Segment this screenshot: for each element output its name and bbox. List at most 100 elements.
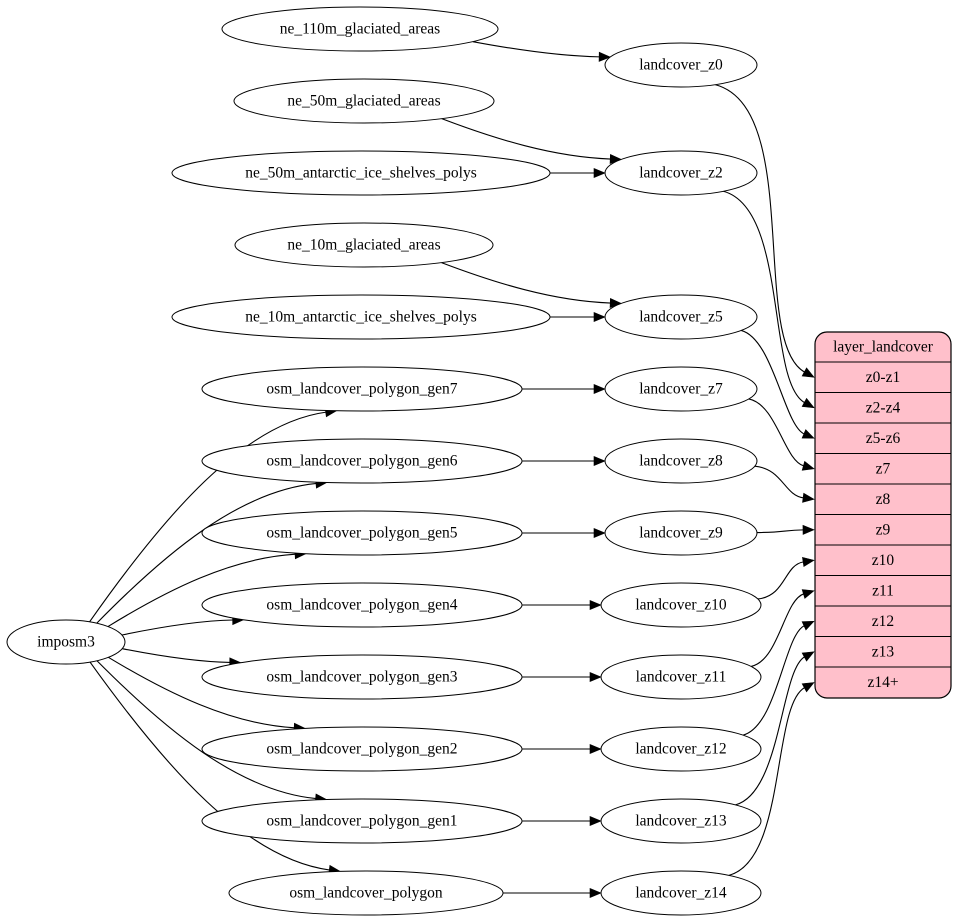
arrowhead-icon [589, 815, 602, 827]
arrowhead-icon [593, 527, 606, 539]
node-label-osm_landcover_polygon: osm_landcover_polygon [289, 885, 443, 902]
node-ne_50m_antarctic_ice_shelves_polys[interactable]: ne_50m_antarctic_ice_shelves_polys [171, 150, 551, 196]
arrowhead-icon [801, 620, 815, 631]
node-ellipse-osm_landcover_polygon_gen7 [201, 366, 523, 412]
record-row-z7[interactable]: z7 [876, 460, 891, 477]
node-ellipse-landcover_z5 [604, 294, 758, 340]
node-landcover_z10[interactable]: landcover_z10 [600, 582, 762, 628]
node-landcover_z7[interactable]: landcover_z7 [604, 366, 758, 412]
node-ellipse-osm_landcover_polygon_gen4 [201, 582, 523, 628]
arrowhead-icon [801, 651, 815, 662]
edge-imposm3--to--osm_landcover_polygon_gen7 [89, 411, 327, 623]
arrowhead-icon [802, 556, 815, 567]
node-ellipse-landcover_z14 [600, 870, 762, 916]
record-row-z2-z4[interactable]: z2-z4 [866, 399, 901, 416]
node-landcover_z5[interactable]: landcover_z5 [604, 294, 758, 340]
node-ellipse-landcover_z8 [604, 438, 758, 484]
node-label-landcover_z10: landcover_z10 [635, 597, 726, 614]
arrowhead-icon [589, 599, 602, 611]
node-osm_landcover_polygon_gen7[interactable]: osm_landcover_polygon_gen7 [201, 366, 523, 412]
record-row-z14+[interactable]: z14+ [867, 674, 898, 691]
edge-landcover_z5--to--layer_landcover-z5-z6 [741, 329, 805, 435]
edge-landcover_z13--to--layer_landcover-z13 [735, 656, 806, 806]
node-ellipse-ne_10m_antarctic_ice_shelves_polys [171, 294, 551, 340]
arrowhead-icon [593, 455, 606, 467]
node-osm_landcover_polygon[interactable]: osm_landcover_polygon [228, 870, 504, 916]
arrowhead-icon [801, 429, 815, 439]
node-label-ne_50m_glaciated_areas: ne_50m_glaciated_areas [287, 93, 440, 110]
node-ne_10m_antarctic_ice_shelves_polys[interactable]: ne_10m_antarctic_ice_shelves_polys [171, 294, 551, 340]
node-landcover_z12[interactable]: landcover_z12 [600, 726, 762, 772]
arrowhead-icon [801, 589, 815, 599]
node-ne_110m_glaciated_areas[interactable]: ne_110m_glaciated_areas [221, 6, 499, 52]
edge-imposm3--to--osm_landcover_polygon_gen3 [122, 648, 231, 664]
edge-landcover_z11--to--layer_landcover-z11 [751, 593, 805, 667]
node-imposm3[interactable]: imposm3 [6, 619, 126, 665]
record-row-z8[interactable]: z8 [876, 491, 891, 508]
node-osm_landcover_polygon_gen6[interactable]: osm_landcover_polygon_gen6 [201, 438, 523, 484]
record-node-layer-landcover[interactable]: layer_landcoverz0-z1z2-z4z5-z6z7z8z9z10z… [814, 331, 952, 699]
node-osm_landcover_polygon_gen4[interactable]: osm_landcover_polygon_gen4 [201, 582, 523, 628]
node-label-ne_50m_antarctic_ice_shelves_polys: ne_50m_antarctic_ice_shelves_polys [245, 165, 477, 182]
node-ne_50m_glaciated_areas[interactable]: ne_50m_glaciated_areas [233, 78, 495, 124]
node-landcover_z0[interactable]: landcover_z0 [604, 42, 758, 88]
node-ellipse-imposm3 [6, 619, 126, 665]
record-row-z12[interactable]: z12 [872, 613, 894, 630]
node-label-osm_landcover_polygon_gen1: osm_landcover_polygon_gen1 [266, 813, 457, 830]
node-ellipse-landcover_z2 [604, 150, 758, 196]
record-row-z10[interactable]: z10 [872, 552, 895, 569]
node-label-landcover_z8: landcover_z8 [639, 453, 723, 470]
node-landcover_z14[interactable]: landcover_z14 [600, 870, 762, 916]
record-row-z9[interactable]: z9 [876, 521, 891, 538]
arrowhead-icon [801, 682, 815, 693]
record-node-layer[interactable]: layer_landcoverz0-z1z2-z4z5-z6z7z8z9z10z… [814, 331, 952, 699]
edge-landcover_z10--to--layer_landcover-z10 [757, 561, 804, 600]
edge-landcover_z12--to--layer_landcover-z12 [742, 625, 805, 736]
arrowhead-icon [593, 311, 606, 323]
edge-ne_50m_glaciated_areas--to--landcover_z2 [441, 118, 611, 160]
arrowhead-icon [802, 492, 815, 503]
node-ellipse-osm_landcover_polygon_gen2 [201, 726, 523, 772]
node-landcover_z9[interactable]: landcover_z9 [604, 510, 758, 556]
node-ne_10m_glaciated_areas[interactable]: ne_10m_glaciated_areas [234, 222, 494, 268]
record-row-z13[interactable]: z13 [872, 643, 895, 660]
arrowhead-icon [801, 460, 815, 471]
record-row-z5-z6[interactable]: z5-z6 [866, 430, 901, 447]
record-row-z0-z1[interactable]: z0-z1 [866, 369, 900, 386]
node-ellipse-landcover_z9 [604, 510, 758, 556]
node-ellipse-landcover_z12 [600, 726, 762, 772]
node-osm_landcover_polygon_gen3[interactable]: osm_landcover_polygon_gen3 [201, 654, 523, 700]
node-label-ne_10m_glaciated_areas: ne_10m_glaciated_areas [287, 237, 440, 254]
node-label-landcover_z11: landcover_z11 [636, 669, 727, 686]
edges-layer [89, 41, 815, 899]
node-label-landcover_z9: landcover_z9 [639, 525, 723, 542]
node-label-ne_10m_antarctic_ice_shelves_polys: ne_10m_antarctic_ice_shelves_polys [245, 309, 477, 326]
node-osm_landcover_polygon_gen1[interactable]: osm_landcover_polygon_gen1 [201, 798, 523, 844]
edge-imposm3--to--osm_landcover_polygon_gen5 [107, 553, 296, 628]
node-label-osm_landcover_polygon_gen5: osm_landcover_polygon_gen5 [266, 525, 457, 542]
node-landcover_z2[interactable]: landcover_z2 [604, 150, 758, 196]
node-landcover_z11[interactable]: landcover_z11 [600, 654, 762, 700]
node-ellipse-osm_landcover_polygon_gen1 [201, 798, 523, 844]
node-label-landcover_z2: landcover_z2 [639, 165, 723, 182]
node-label-osm_landcover_polygon_gen7: osm_landcover_polygon_gen7 [266, 381, 457, 398]
node-landcover_z13[interactable]: landcover_z13 [600, 798, 762, 844]
node-ellipse-ne_10m_glaciated_areas [234, 222, 494, 268]
node-ellipse-landcover_z10 [600, 582, 762, 628]
node-osm_landcover_polygon_gen2[interactable]: osm_landcover_polygon_gen2 [201, 726, 523, 772]
arrowhead-icon [598, 51, 611, 62]
node-ellipse-landcover_z11 [600, 654, 762, 700]
node-ellipse-ne_50m_antarctic_ice_shelves_polys [171, 150, 551, 196]
node-label-osm_landcover_polygon_gen3: osm_landcover_polygon_gen3 [266, 669, 457, 686]
node-landcover_z8[interactable]: landcover_z8 [604, 438, 758, 484]
node-label-landcover_z12: landcover_z12 [635, 741, 726, 758]
record-row-z11[interactable]: z11 [872, 582, 894, 599]
arrowhead-icon [593, 167, 606, 179]
node-osm_landcover_polygon_gen5[interactable]: osm_landcover_polygon_gen5 [201, 510, 523, 556]
node-label-osm_landcover_polygon_gen6: osm_landcover_polygon_gen6 [266, 453, 457, 470]
node-ellipse-osm_landcover_polygon_gen3 [201, 654, 523, 700]
edge-imposm3--to--osm_landcover_polygon_gen2 [108, 656, 295, 729]
edge-imposm3--to--osm_landcover_polygon_gen4 [121, 619, 234, 636]
edge-landcover_z8--to--layer_landcover-z8 [754, 465, 804, 499]
node-label-osm_landcover_polygon_gen2: osm_landcover_polygon_gen2 [266, 741, 457, 758]
